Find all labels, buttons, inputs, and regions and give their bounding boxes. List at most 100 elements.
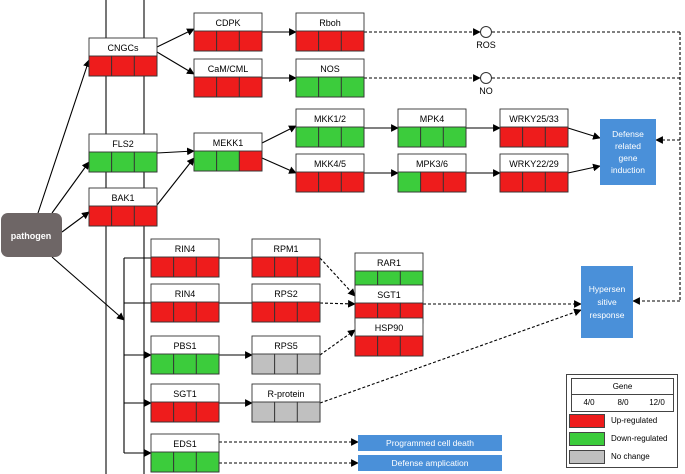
edge-rps5-sgt1 — [319, 329, 356, 356]
expression-cell-down — [295, 126, 320, 148]
expression-cell-up — [354, 335, 379, 357]
legend-label-up: Up-regulated — [611, 416, 658, 425]
edge-pathogen-r-genes — [51, 256, 125, 321]
gene-node-rin4b: RIN4 — [150, 283, 220, 323]
legend: Gene 4/0 8/0 12/0 Up-regulated Down-regu… — [566, 374, 678, 468]
signal-label-ros: ROS — [476, 40, 496, 50]
gene-label: RIN4 — [175, 244, 196, 254]
outcome-label-line: gene — [619, 153, 638, 163]
expression-cell-up — [133, 55, 158, 77]
gene-label: MPK4 — [420, 114, 445, 124]
expression-cell-down — [173, 451, 197, 473]
gene-node-rprotein: R-protein — [251, 383, 321, 423]
up-regulated-swatch — [569, 414, 605, 428]
gene-label: SGT1 — [377, 290, 401, 300]
expression-cell-up — [295, 30, 320, 52]
gene-label: MEKK1 — [213, 138, 244, 148]
outcome-label-line: Programmed cell death — [386, 438, 474, 448]
expression-cell-up — [193, 76, 218, 98]
signal-circle — [480, 72, 492, 84]
programmed-cell-death: Programmed cell death — [358, 435, 502, 451]
outcome-rect — [358, 455, 502, 471]
gene-node-fls2: FLS2 — [88, 133, 158, 173]
edge-wrky2229-defense — [567, 163, 601, 174]
gene-label: CDPK — [215, 18, 240, 28]
edge-pathogen-bak1 — [61, 211, 90, 233]
edge-mekk1-mkk45 — [261, 157, 297, 174]
outcome-label-line: related — [615, 141, 641, 151]
expression-cell-up — [88, 205, 113, 227]
expression-cell-up — [150, 301, 175, 323]
gene-label: CaM/CML — [208, 64, 249, 74]
gene-label: RIN4 — [175, 289, 196, 299]
expression-cell-up — [216, 76, 240, 98]
expression-cell-up — [340, 171, 365, 193]
gene-label: NOS — [320, 64, 340, 74]
gene-node-sgt1: SGT1 — [354, 284, 424, 324]
gene-label: CNGCs — [108, 43, 139, 53]
expression-cell-down — [111, 151, 135, 173]
gene-node-mkk12: MKK1/2 — [295, 108, 365, 148]
expression-cell-up — [238, 76, 263, 98]
gene-node-rboh: Rboh — [295, 12, 365, 52]
expression-cell-down — [216, 150, 240, 172]
outcome-label-line: Hypersen — [589, 284, 626, 294]
expression-cell-up — [377, 335, 401, 357]
expression-cell-up — [173, 256, 197, 278]
pathogen-rect — [1, 213, 62, 257]
gene-label: RPM1 — [273, 244, 298, 254]
pathogen-box: pathogen — [1, 213, 62, 257]
defense-amplication: Defense amplication — [358, 455, 502, 471]
expression-cell-up — [173, 301, 197, 323]
expression-cell-down — [295, 76, 320, 98]
legend-label-nochange: No change — [611, 452, 650, 461]
expression-cell-down — [420, 126, 444, 148]
signal-label-no: NO — [479, 86, 493, 96]
edge-rpm1-sgt1 — [319, 257, 356, 297]
expression-cell-up — [150, 401, 175, 423]
gene-node-wrky2229: WRKY22/29 — [499, 153, 569, 193]
gene-node-mpk4: MPK4 — [397, 108, 467, 148]
edge-rprotein-hypersensitive — [319, 308, 582, 404]
gene-label: EDS1 — [173, 439, 197, 449]
gene-node-eds1: EDS1 — [150, 433, 220, 473]
expression-cell-up — [111, 55, 135, 77]
expression-cell-up — [195, 401, 220, 423]
expression-cell-up — [499, 171, 524, 193]
expression-cell-down — [442, 126, 467, 148]
gene-label: RPS5 — [274, 341, 298, 351]
no-change-swatch — [569, 450, 605, 464]
gene-node-camcml: CaM/CML — [193, 58, 263, 98]
gene-label: R-protein — [267, 389, 304, 399]
legend-gene-title: Gene — [572, 380, 673, 395]
edge-cngcs-cdpk — [156, 28, 195, 48]
gene-node-cdpk: CDPK — [193, 12, 263, 52]
expression-cell-nochange — [251, 401, 276, 423]
expression-cell-up — [522, 171, 546, 193]
gene-label: MPK3/6 — [416, 159, 448, 169]
legend-item-nochange: No change — [569, 450, 679, 466]
gene-label: MKK1/2 — [314, 114, 346, 124]
expression-cell-down — [150, 451, 175, 473]
edge-pathogen-fls2 — [51, 161, 90, 214]
expression-cell-down — [318, 126, 342, 148]
gene-label: BAK1 — [111, 193, 134, 203]
expression-cell-up — [150, 256, 175, 278]
expression-cell-up — [318, 171, 342, 193]
signal-no: NO — [479, 72, 493, 96]
expression-cell-down — [88, 151, 113, 173]
legend-item-down: Down-regulated — [569, 432, 679, 448]
signal-ros: ROS — [476, 26, 496, 50]
expression-cell-up — [88, 55, 113, 77]
outcome-label-line: induction — [611, 165, 645, 175]
expression-cell-up — [274, 256, 298, 278]
gene-node-nos: NOS — [295, 58, 365, 98]
expression-cell-up — [274, 301, 298, 323]
expression-cell-up — [544, 126, 569, 148]
expression-cell-down — [193, 150, 218, 172]
expression-cell-down — [397, 126, 422, 148]
gene-label: WRKY25/33 — [509, 114, 559, 124]
pathogen-label: pathogen — [11, 231, 52, 241]
expression-cell-up — [195, 301, 220, 323]
